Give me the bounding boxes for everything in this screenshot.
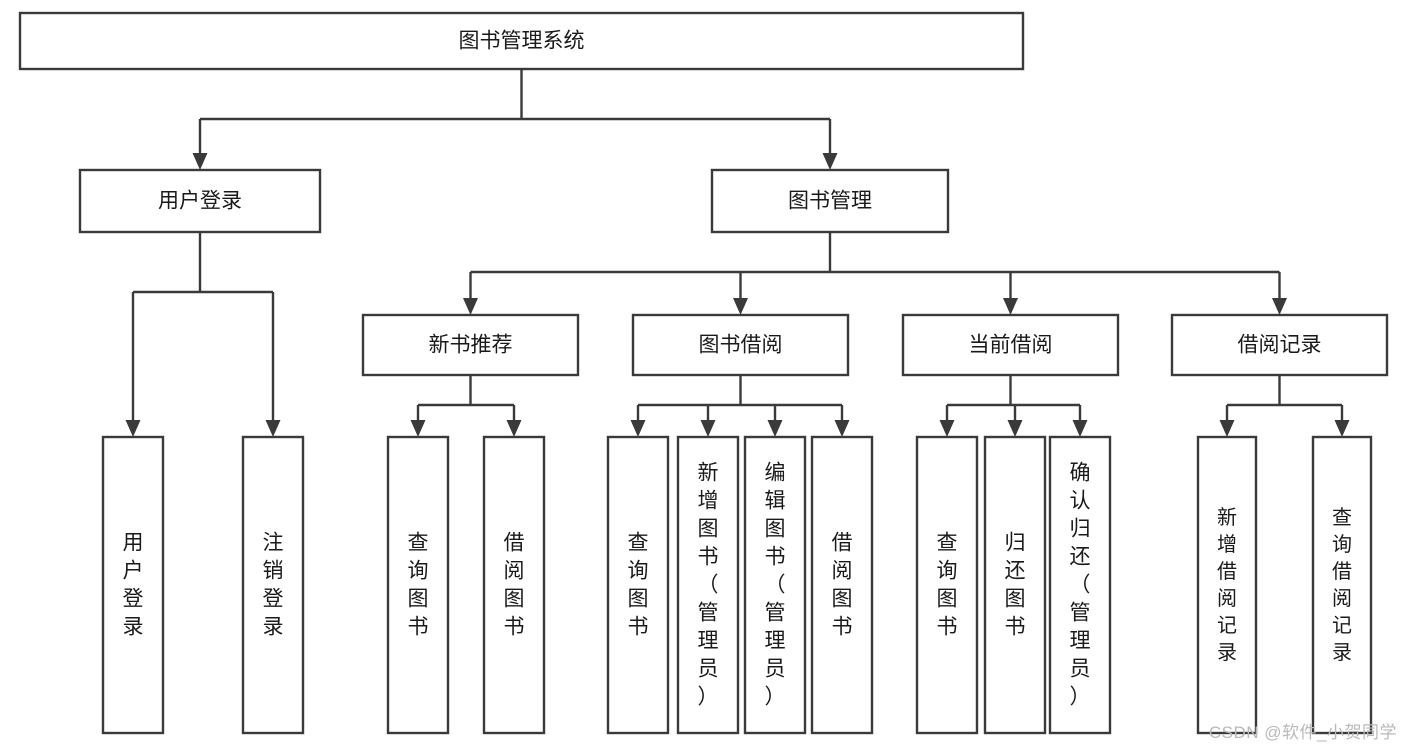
node-label: 查询图书 — [408, 532, 429, 639]
node-box — [810, 435, 874, 735]
node-root-system[interactable]: 图书管理系统 — [18, 11, 1025, 71]
node-leaf-query-book-cb[interactable]: 查询图书 — [915, 435, 979, 735]
node-label: 借阅图书 — [504, 532, 525, 639]
node-label: 图书借阅 — [699, 334, 783, 357]
node-label: 借阅图书 — [832, 532, 853, 639]
node-box — [901, 313, 1120, 377]
node-leaf-confirm-return[interactable]: 确认归还（管理员） — [1048, 435, 1112, 735]
arrow-head-icon — [834, 420, 850, 437]
arrow-head-icon — [506, 420, 522, 437]
node-box — [983, 435, 1047, 735]
node-label: 用户登录 — [158, 190, 242, 213]
node-leaf-user-login[interactable]: 用户登录 — [101, 435, 165, 735]
node-leaf-return-book[interactable]: 归还图书 — [983, 435, 1047, 735]
node-book-borrow[interactable]: 图书借阅 — [631, 313, 850, 377]
node-box — [1170, 313, 1389, 377]
node-label: 新增借阅记录 — [1217, 506, 1237, 664]
node-boxes: 图书管理系统用户登录图书管理新书推荐图书借阅当前借阅借阅记录用户登录注销登录查询… — [18, 11, 1389, 735]
node-box — [241, 435, 305, 735]
node-box — [915, 435, 979, 735]
node-borrow-record[interactable]: 借阅记录 — [1170, 313, 1389, 377]
node-leaf-edit-book[interactable]: 编辑图书（管理员） — [743, 435, 807, 735]
arrow-head-icon — [125, 420, 141, 437]
node-leaf-query-book-rec[interactable]: 查询图书 — [386, 435, 450, 735]
node-leaf-query-record[interactable]: 查询借阅记录 — [1311, 435, 1373, 735]
node-label: 图书管理系统 — [459, 30, 585, 53]
node-label: 确认归还（管理员） — [1070, 462, 1091, 709]
node-box — [710, 168, 950, 234]
node-label: 编辑图书（管理员） — [765, 462, 786, 709]
node-box — [1048, 435, 1112, 735]
node-leaf-query-book-br[interactable]: 查询图书 — [606, 435, 670, 735]
node-leaf-borrow-book-br[interactable]: 借阅图书 — [810, 435, 874, 735]
node-box — [386, 435, 450, 735]
node-label: 借阅记录 — [1238, 334, 1322, 357]
arrow-head-icon — [733, 298, 748, 315]
node-box — [631, 313, 850, 377]
arrow-head-icon — [1072, 420, 1088, 437]
arrow-head-icon — [192, 153, 208, 170]
arrow-head-icon — [463, 298, 478, 315]
node-box — [676, 435, 740, 735]
node-label: 当前借阅 — [969, 334, 1053, 357]
node-book-manage[interactable]: 图书管理 — [710, 168, 950, 234]
node-label: 查询借阅记录 — [1332, 506, 1352, 664]
arrow-head-icon — [767, 420, 783, 437]
node-leaf-logout[interactable]: 注销登录 — [241, 435, 305, 735]
node-label: 新增图书（管理员） — [698, 462, 719, 709]
arrow-head-icon — [1272, 298, 1287, 315]
node-label: 注销登录 — [263, 532, 284, 639]
node-user-login[interactable]: 用户登录 — [78, 168, 322, 234]
node-box — [78, 168, 322, 234]
arrow-head-icon — [1219, 420, 1235, 437]
node-label: 查询图书 — [937, 532, 958, 639]
connector-lines — [125, 69, 1350, 437]
arrow-head-icon — [410, 420, 426, 437]
node-label: 新书推荐 — [429, 334, 513, 357]
node-leaf-add-record[interactable]: 新增借阅记录 — [1196, 435, 1258, 735]
arrow-head-icon — [265, 420, 281, 437]
node-box — [18, 11, 1025, 71]
arrow-head-icon — [1007, 420, 1023, 437]
node-box — [101, 435, 165, 735]
arrow-head-icon — [822, 153, 838, 170]
arrow-head-icon — [1003, 298, 1018, 315]
node-new-book-recommend[interactable]: 新书推荐 — [361, 313, 580, 377]
arrow-head-icon — [1334, 420, 1350, 437]
node-box — [606, 435, 670, 735]
node-leaf-add-book[interactable]: 新增图书（管理员） — [676, 435, 740, 735]
node-current-borrow[interactable]: 当前借阅 — [901, 313, 1120, 377]
node-box — [361, 313, 580, 377]
node-label: 用户登录 — [123, 532, 144, 639]
node-label: 查询图书 — [628, 532, 649, 639]
node-box — [482, 435, 546, 735]
node-box — [743, 435, 807, 735]
node-label: 归还图书 — [1005, 532, 1026, 639]
node-leaf-borrow-book-rec[interactable]: 借阅图书 — [482, 435, 546, 735]
arrow-head-icon — [939, 420, 955, 437]
node-box — [1196, 435, 1258, 735]
node-label: 图书管理 — [788, 190, 872, 213]
watermark-text: CSDN @软件_小贺同学 — [1208, 723, 1397, 742]
arrow-head-icon — [630, 420, 646, 437]
arrow-head-icon — [700, 420, 716, 437]
node-box — [1311, 435, 1373, 735]
